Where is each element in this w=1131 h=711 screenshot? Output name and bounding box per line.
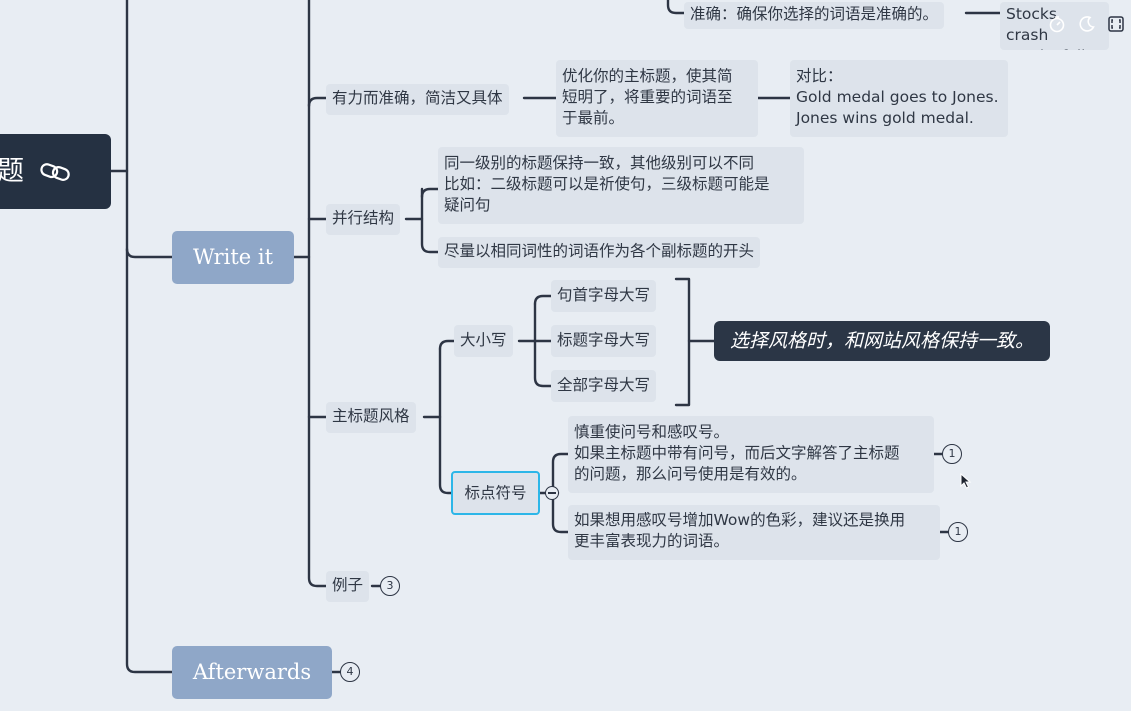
topic-stocks[interactable]: Stocks crash Stocks fall <box>1000 2 1109 50</box>
topic-accurate-note[interactable]: 准确：确保你选择的词语是准确的。 <box>684 2 945 29</box>
topic-style[interactable]: 主标题风格 <box>326 402 416 433</box>
moon-icon[interactable] <box>1077 14 1097 34</box>
collapse-minus-icon[interactable] <box>545 486 559 500</box>
topic-parallel[interactable]: 并行结构 <box>326 204 401 235</box>
topic-punct-2[interactable]: 如果想用感叹号增加Wow的色彩，建议还是换用 更丰富表现力的词语。 <box>568 505 940 560</box>
topic-parallel-1[interactable]: 同一级别的标题保持一致，其他级别可以不同 比如：二级标题可以是祈使句，三级标题可… <box>438 147 804 224</box>
central-topic-label: 标题 <box>0 156 24 187</box>
count-badge-punct-1[interactable]: 1 <box>942 444 962 464</box>
topic-example[interactable]: 例子 <box>326 571 370 602</box>
count-badge-afterwards[interactable]: 4 <box>340 662 360 682</box>
count-badge-punct-2[interactable]: 1 <box>948 522 968 542</box>
branch-afterwards[interactable]: Afterwards <box>172 646 332 699</box>
mouse-pointer-icon <box>960 472 972 493</box>
timer-icon[interactable] <box>1047 14 1067 34</box>
topic-case-3[interactable]: 全部字母大写 <box>551 370 657 402</box>
central-topic[interactable]: 标题 <box>0 134 111 209</box>
topic-powerful[interactable]: 有力而准确，简洁又具体 <box>326 84 509 115</box>
branch-write-it[interactable]: Write it <box>172 231 294 284</box>
topic-compare[interactable]: 对比： Gold medal goes to Jones. Jones wins… <box>790 60 1008 137</box>
topic-case-summary[interactable]: 选择风格时，和网站风格保持一致。 <box>714 321 1050 361</box>
count-badge-example[interactable]: 3 <box>380 576 400 596</box>
topic-punct[interactable]: 标点符号 <box>451 471 540 515</box>
topic-parallel-2[interactable]: 尽量以相同词性的词语作为各个副标题的开头 <box>438 237 761 268</box>
link-icon[interactable] <box>40 160 72 184</box>
topic-optimize[interactable]: 优化你的主标题，使其简 短明了，将重要的词语至 于最前。 <box>556 60 758 137</box>
topic-case-2[interactable]: 标题字母大写 <box>551 325 657 357</box>
topic-punct-1[interactable]: 慎重使问号和感叹号。 如果主标题中带有问号，而后文字解答了主标题 的问题，那么问… <box>568 416 934 493</box>
topic-case[interactable]: 大小写 <box>454 325 513 357</box>
fullscreen-icon[interactable] <box>1106 14 1126 34</box>
topic-case-1[interactable]: 句首字母大写 <box>551 280 657 312</box>
